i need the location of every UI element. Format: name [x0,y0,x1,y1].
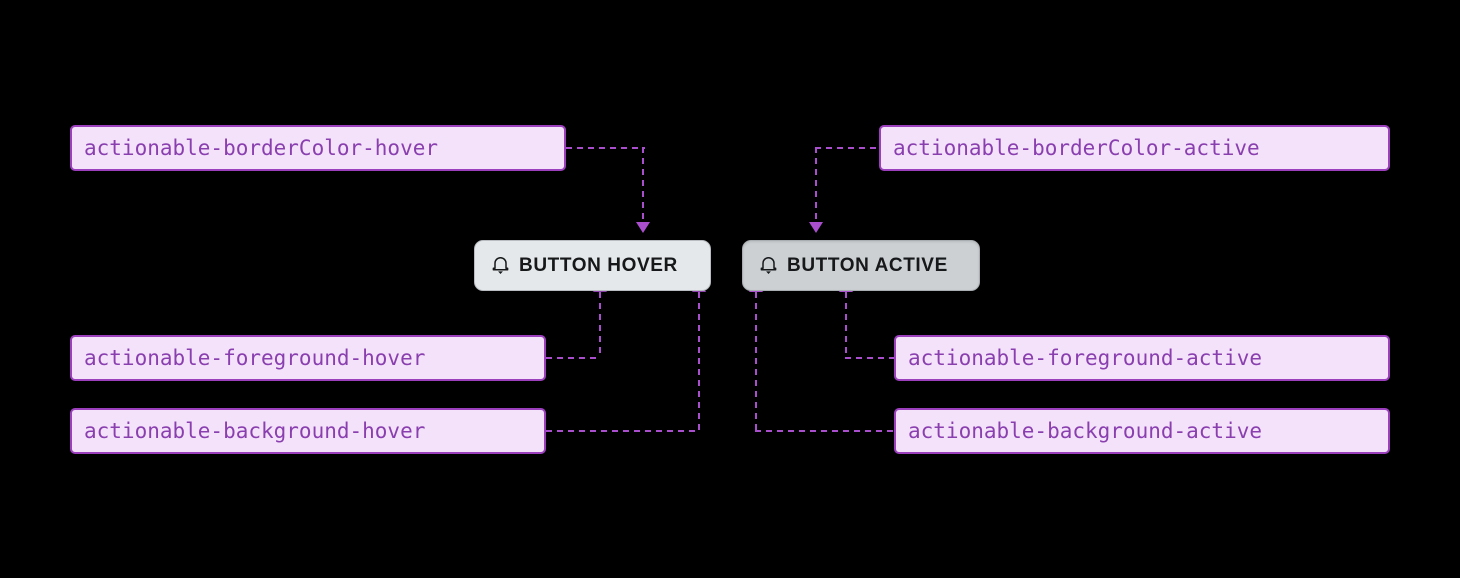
token-actionable-background-hover[interactable]: actionable-background-hover [70,408,546,454]
token-actionable-borderColor-active[interactable]: actionable-borderColor-active [879,125,1390,171]
token-actionable-borderColor-hover[interactable]: actionable-borderColor-hover [70,125,566,171]
connector-hover-border-horizontal [566,147,645,149]
token-label: actionable-background-hover [84,419,426,443]
button-hover-preview[interactable]: BUTTON HOVER [474,240,711,291]
token-actionable-foreground-active[interactable]: actionable-foreground-active [894,335,1390,381]
connector-hover-background-horizontal [546,430,700,432]
connector-hover-background-vertical [698,292,700,431]
bell-icon [491,255,510,276]
token-label: actionable-foreground-active [908,346,1263,370]
token-actionable-background-active[interactable]: actionable-background-active [894,408,1390,454]
connector-hover-foreground-vertical [599,292,601,358]
button-label: BUTTON HOVER [519,254,678,276]
connector-active-border-arrowhead [809,222,823,233]
token-label: actionable-foreground-hover [84,346,426,370]
token-label: actionable-borderColor-hover [84,136,439,160]
token-actionable-foreground-hover[interactable]: actionable-foreground-hover [70,335,546,381]
connector-hover-foreground-horizontal [546,357,601,359]
connector-active-border-horizontal [815,147,881,149]
button-active-preview[interactable]: BUTTON ACTIVE [742,240,980,291]
connector-hover-border-vertical [642,147,644,224]
token-label: actionable-borderColor-active [893,136,1260,160]
connector-active-background-vertical [755,292,757,431]
connector-active-foreground-horizontal [845,357,896,359]
connector-hover-border-arrowhead [636,222,650,233]
token-label: actionable-background-active [908,419,1263,443]
connector-active-background-horizontal [755,430,896,432]
connector-active-foreground-vertical [845,292,847,358]
button-label: BUTTON ACTIVE [787,254,948,276]
connector-active-border-vertical [815,147,817,224]
bell-icon [759,255,778,276]
